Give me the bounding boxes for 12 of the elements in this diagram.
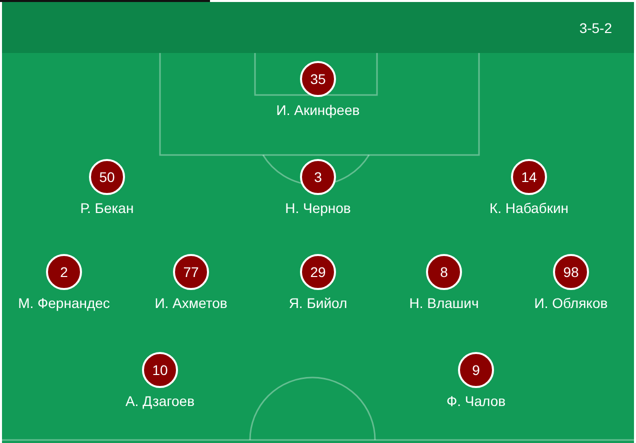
player-name: К. Набабкин xyxy=(489,200,568,216)
player-name: А. Дзагоев xyxy=(125,393,195,409)
player-name: И. Акинфеев xyxy=(276,102,360,118)
player-name: Н. Влашич xyxy=(409,295,479,311)
player-name: Н. Чернов xyxy=(285,200,351,216)
player-name: Р. Бекан xyxy=(80,200,134,216)
player-name: Я. Бийол xyxy=(288,295,348,311)
player-name: И. Ахметов xyxy=(154,295,228,311)
player-name: Ф. Чалов xyxy=(446,393,506,409)
player-name: И. Обляков xyxy=(534,295,608,311)
player-name: М. Фернандес xyxy=(18,295,110,311)
formation-label: 3-5-2 xyxy=(579,20,612,36)
